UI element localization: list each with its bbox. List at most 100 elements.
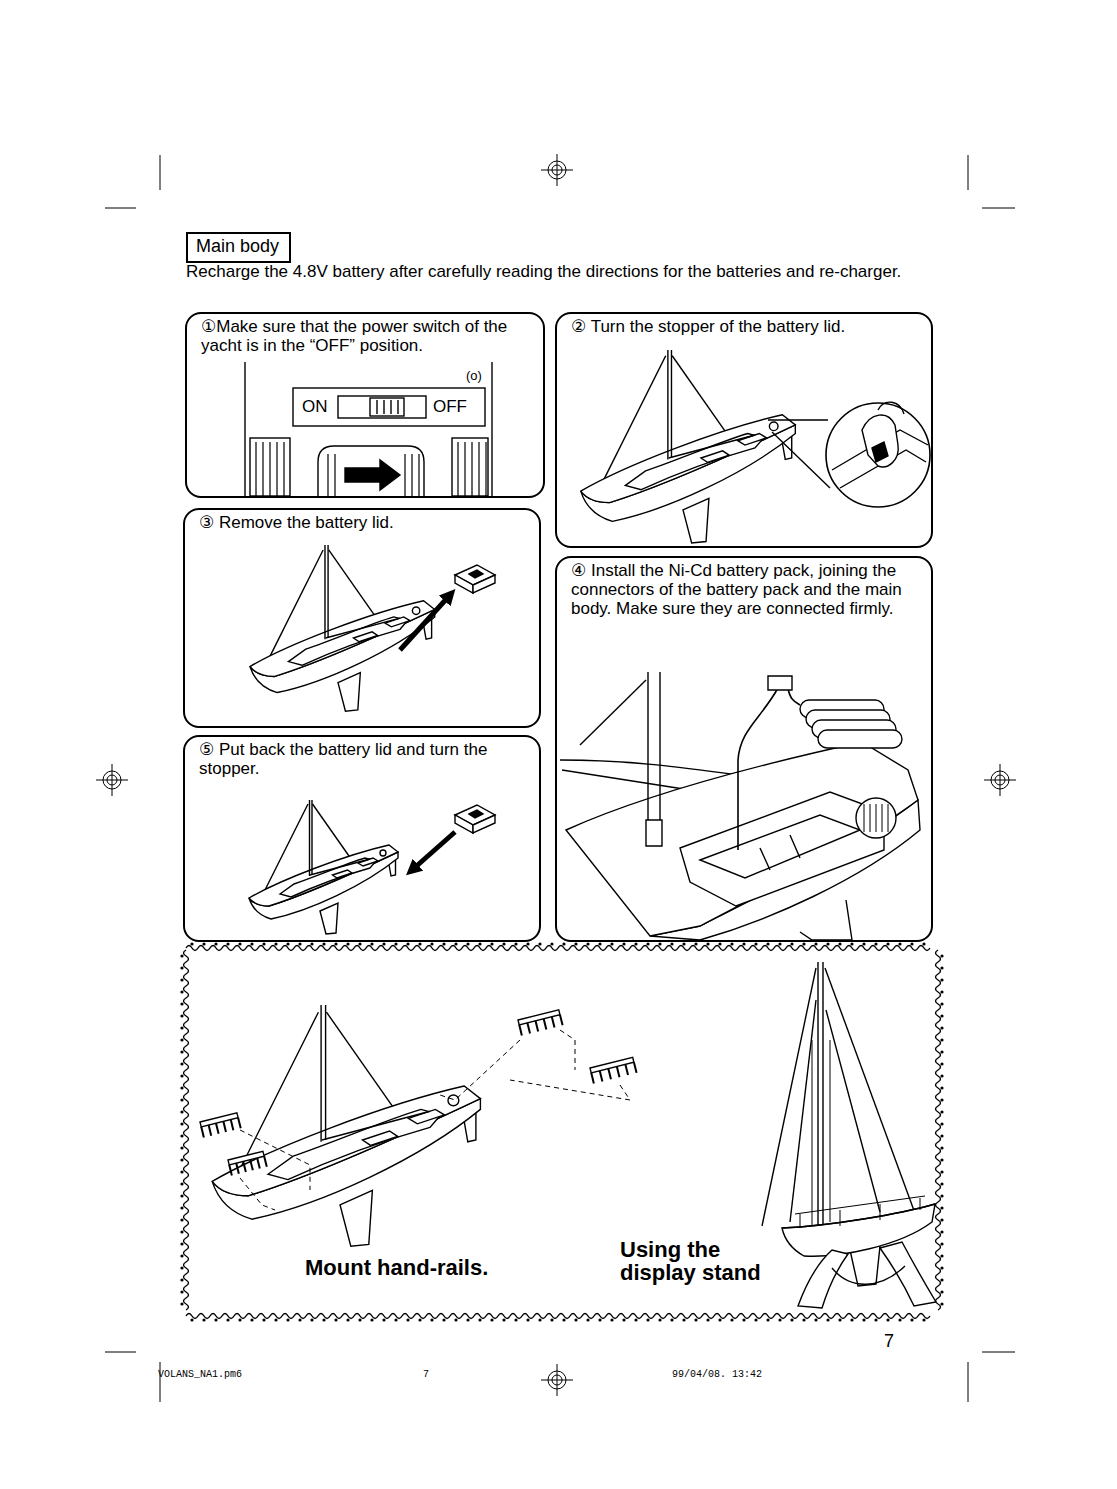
border-dot xyxy=(634,1318,637,1321)
border-dot xyxy=(334,942,337,945)
border-dot xyxy=(766,942,769,945)
grill-slat xyxy=(464,442,465,496)
border-dot xyxy=(940,1122,943,1125)
rail-post xyxy=(243,1161,246,1172)
border-dot xyxy=(442,942,445,945)
boom xyxy=(322,1111,430,1140)
border-dot xyxy=(526,942,529,945)
border-dot xyxy=(180,1182,183,1185)
border-dot xyxy=(598,942,601,945)
battery-wire xyxy=(738,688,778,850)
battery-cell xyxy=(818,730,902,748)
border-dot xyxy=(226,1318,229,1321)
border-dot xyxy=(274,942,277,945)
border-dot xyxy=(370,1318,373,1321)
border-dot xyxy=(574,1318,577,1321)
border-dot xyxy=(754,942,757,945)
sheet-number: 7 xyxy=(423,1369,429,1380)
sailboat xyxy=(249,800,398,934)
rail-post xyxy=(519,1025,522,1036)
deck xyxy=(566,742,918,936)
motion-arrow xyxy=(400,595,450,650)
border-dot xyxy=(262,942,265,945)
grill xyxy=(250,438,290,496)
registration-target xyxy=(984,764,1016,796)
border-dot xyxy=(418,1318,421,1321)
border-dot xyxy=(940,1182,943,1185)
guide-line xyxy=(560,1030,575,1070)
border-dot xyxy=(778,942,781,945)
border-dot xyxy=(180,1038,183,1041)
border-dot xyxy=(940,1230,943,1233)
border-dot xyxy=(180,1086,183,1089)
motor-fin xyxy=(888,804,889,832)
rail-post xyxy=(591,1073,594,1084)
grill-slat xyxy=(276,442,277,496)
knob-grip xyxy=(397,400,398,414)
border-dot xyxy=(940,966,943,969)
border-dot xyxy=(214,942,217,945)
border-dot xyxy=(766,1318,769,1321)
border-dot xyxy=(910,1318,913,1321)
border-dot xyxy=(262,1318,265,1321)
crop-mark xyxy=(982,208,1015,209)
stay xyxy=(826,1010,880,1212)
border-dot xyxy=(706,1318,709,1321)
instruction-text: ⑤ Put back the battery lid and turn the … xyxy=(199,740,527,778)
border-dot xyxy=(886,942,889,945)
step-panel: ② Turn the stopper of the battery lid. xyxy=(555,312,933,548)
timestamp: 99/04/08. 13:42 xyxy=(672,1369,762,1380)
boom xyxy=(562,770,690,790)
border-dot xyxy=(574,942,577,945)
rail-post xyxy=(216,1123,219,1134)
border-dot xyxy=(466,942,469,945)
sailboat xyxy=(581,350,796,543)
backstay xyxy=(672,356,730,438)
border-dot xyxy=(502,1318,505,1321)
mast xyxy=(648,672,660,842)
grill-slat xyxy=(327,454,328,496)
border-dot xyxy=(850,942,853,945)
rail-post xyxy=(552,1017,555,1028)
border-dot xyxy=(180,1074,183,1077)
stand-brace xyxy=(832,1266,905,1284)
stand-leg xyxy=(798,1250,848,1308)
rail-post xyxy=(264,1156,267,1167)
crop-mark xyxy=(968,155,969,190)
border-dot xyxy=(790,1318,793,1321)
border-dot xyxy=(250,942,253,945)
border-dot xyxy=(180,1134,183,1137)
grill-slat xyxy=(478,442,479,496)
border-dot xyxy=(180,1278,183,1281)
figure-caption: Using the display stand xyxy=(620,1238,780,1284)
deck-edge xyxy=(491,362,492,496)
border-dot xyxy=(670,1318,673,1321)
border-dot xyxy=(862,942,865,945)
border-dot xyxy=(180,978,183,981)
border-dot xyxy=(346,942,349,945)
section-heading: Main body xyxy=(186,232,291,263)
border-dot xyxy=(694,1318,697,1321)
registration-marks xyxy=(96,154,1016,1396)
border-dot xyxy=(180,1146,183,1149)
border-dot xyxy=(180,1062,183,1065)
border-dot xyxy=(180,954,183,957)
border-dot xyxy=(180,1170,183,1173)
border-dot xyxy=(466,1318,469,1321)
border-dot xyxy=(406,1318,409,1321)
border-dot xyxy=(514,942,517,945)
border-dot xyxy=(490,1318,493,1321)
border-dot xyxy=(922,1318,925,1321)
border-dot xyxy=(286,1318,289,1321)
border-dot xyxy=(180,1194,183,1197)
motor-fin xyxy=(876,804,877,832)
border-dot xyxy=(940,978,943,981)
border-dot xyxy=(940,1242,943,1245)
grill-slat xyxy=(404,454,405,496)
boom xyxy=(669,435,755,458)
step-panel: ①Make sure that the power switch of the … xyxy=(185,312,545,498)
border-dot xyxy=(940,990,943,993)
border-dot xyxy=(634,942,637,945)
deck-line xyxy=(782,1204,935,1228)
hand-rail xyxy=(228,1151,267,1175)
